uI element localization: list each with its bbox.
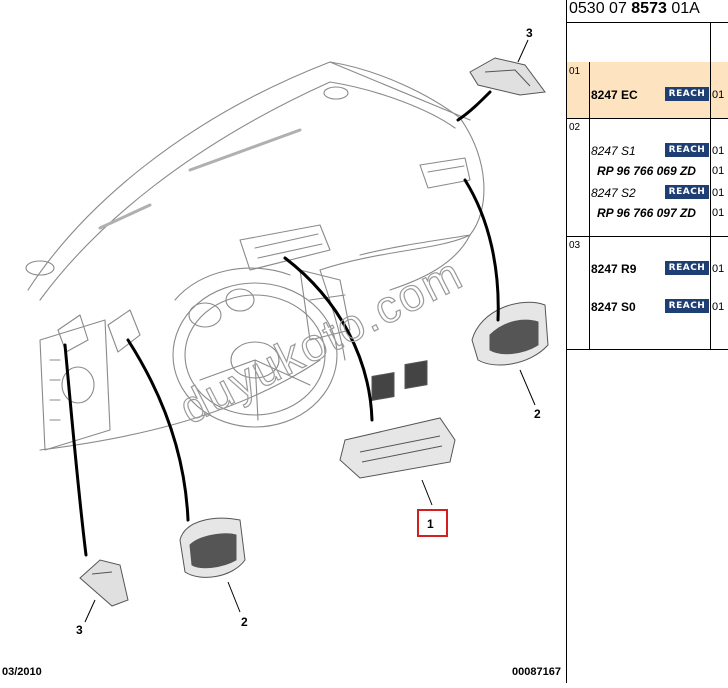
quantity-cell: 01: [712, 301, 725, 313]
group-row-2: [567, 236, 728, 349]
group-divider: [567, 236, 728, 237]
group-column-divider: [589, 62, 590, 350]
vent-part-1: [339, 360, 456, 479]
vent-part-2-left: [179, 517, 246, 578]
reference-header: 0530 07 8573 01A: [569, 0, 700, 18]
reference-prefix: 0530 07: [569, 0, 632, 17]
parts-diagram: 1 2 2 3 3 duyukoto.com 03/2010 00087167: [2, 26, 561, 678]
callout-box-1: [417, 509, 448, 537]
qty-column-divider: [710, 22, 711, 350]
part-number[interactable]: 8247 R9: [591, 262, 637, 276]
leader-lines: [63, 90, 500, 557]
group-number: 03: [569, 240, 581, 251]
replacement-part-number[interactable]: RP 96 766 097 ZD: [597, 206, 696, 220]
header-divider: [567, 22, 728, 23]
table-bottom-divider: [567, 349, 728, 350]
part-number[interactable]: 8247 EC: [591, 88, 638, 102]
quantity-cell: 01: [712, 89, 725, 101]
reference-main: 8573: [631, 0, 667, 17]
quantity-cell: 01: [712, 187, 725, 199]
reach-badge: REACH: [665, 299, 709, 313]
quantity-cell: 01: [712, 145, 725, 157]
part-number[interactable]: 8247 S2: [591, 186, 636, 200]
diagram-date: 03/2010: [2, 666, 42, 678]
quantity-cell: 01: [712, 207, 725, 219]
vent-part-2-right: [471, 301, 549, 366]
callout-label-3-bottom[interactable]: 3: [76, 623, 83, 637]
reference-suffix: 01A: [666, 0, 700, 17]
callout-label-2-left[interactable]: 2: [241, 615, 248, 629]
reach-badge: REACH: [665, 143, 709, 157]
group-divider: [567, 118, 728, 119]
trim-part-3-bottom: [79, 559, 129, 607]
diagram-number: 00087167: [512, 666, 561, 678]
trim-part-3-top: [469, 57, 546, 96]
callout-pointers: [84, 39, 536, 623]
dashboard-illustration: 1 2 2 3 3 duyukoto.com: [25, 26, 549, 637]
callout-label-1[interactable]: 1: [427, 517, 434, 531]
group-number: 02: [569, 122, 581, 133]
dashboard-top-edge: [27, 61, 461, 291]
callout-label-2-right[interactable]: 2: [534, 407, 541, 421]
quantity-cell: 01: [712, 263, 725, 275]
part-number[interactable]: 8247 S0: [591, 300, 636, 314]
quantity-cell: 01: [712, 165, 725, 177]
callout-label-3-top[interactable]: 3: [526, 26, 533, 40]
reach-badge: REACH: [665, 261, 709, 275]
group-number: 01: [569, 66, 581, 77]
replacement-part-number[interactable]: RP 96 766 069 ZD: [597, 164, 696, 178]
reach-badge: REACH: [665, 185, 709, 199]
reach-badge: REACH: [665, 87, 709, 101]
panel-divider: [566, 0, 567, 683]
part-number[interactable]: 8247 S1: [591, 144, 636, 158]
